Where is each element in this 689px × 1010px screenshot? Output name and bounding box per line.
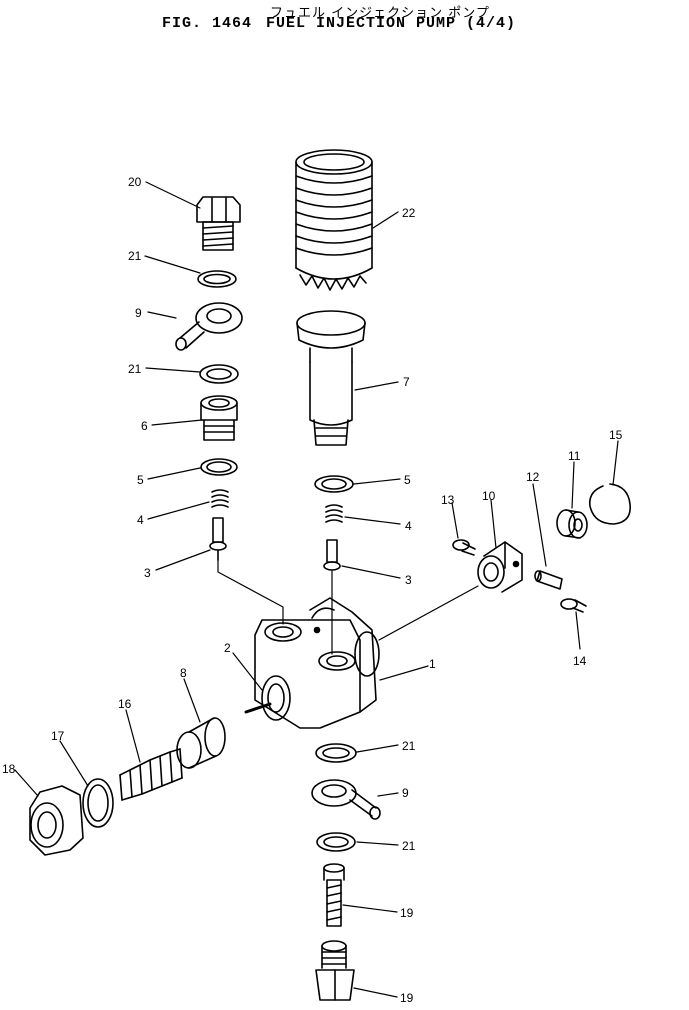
callout-7: 7: [403, 375, 410, 389]
callout-19: 19: [400, 991, 414, 1005]
callout-labels: 20 21 9 21 6 5 4 3 22 7 5 4 3 1 2 8 16 1…: [2, 175, 623, 1005]
figure-name: FUEL INJECTION PUMP (4/4): [266, 15, 517, 32]
callout-20: 20: [128, 175, 142, 189]
callout-5-a: 5: [137, 473, 144, 487]
callout-4-b: 4: [405, 519, 412, 533]
part-21-gasket-c: [315, 743, 357, 763]
part-22-threaded-cap: [295, 149, 373, 291]
callout-15: 16: [118, 697, 132, 711]
callout-17: 18: [2, 762, 16, 776]
callout-11: 11: [568, 449, 581, 463]
part-20-hollow-screw: [196, 196, 241, 251]
callout-21-d: 21: [402, 839, 416, 853]
part-21-gasket-b: [199, 364, 239, 384]
callout-21-b: 21: [128, 362, 142, 376]
part-4-spring-right: [325, 504, 343, 523]
part-4-spring-left: [211, 489, 229, 508]
part-17-plug: [29, 785, 84, 856]
callout-8: 8: [180, 666, 187, 680]
part-10-bracket: [477, 541, 523, 593]
callout-13-b: 14: [573, 654, 587, 668]
callout-16: 17: [51, 729, 65, 743]
figure-title: FIG. 1464 FUEL INJECTION PUMP (4/4): [162, 15, 530, 32]
callout-18: 19: [400, 906, 414, 920]
part-9-eye-fitting-top: [175, 302, 243, 351]
part-2-piston: [244, 702, 272, 714]
assembly-lines: [217, 559, 479, 655]
callout-12: 12: [526, 470, 540, 484]
part-1-pump-body: [254, 597, 380, 729]
title-japanese: フュエル インジェクション ポンプ: [270, 6, 490, 21]
callout-5-b: 5: [404, 473, 411, 487]
part-6-valve-holder: [200, 395, 238, 441]
part-9-eye-fitting-bottom: [311, 779, 381, 820]
callout-3-a: 3: [144, 566, 151, 580]
part-21-gasket-d: [316, 832, 356, 852]
callout-3-b: 3: [405, 573, 412, 587]
part-3-valve-left: [209, 517, 227, 561]
callout-6: 6: [141, 419, 148, 433]
part-5-gasket-right: [314, 475, 354, 493]
part-19-fitting: [315, 940, 355, 1001]
part-21-gasket-a: [197, 270, 237, 288]
callout-1: 1: [429, 657, 436, 671]
part-13-screw-b: [560, 598, 587, 613]
part-7-priming-pump: [296, 310, 366, 446]
part-11-roller: [556, 509, 588, 539]
callout-22: 22: [402, 206, 416, 220]
callout-9-a: 9: [135, 306, 142, 320]
leader-lines: [14, 181, 619, 998]
callout-21-c: 21: [402, 739, 416, 753]
figure-number: FIG. 1464: [162, 15, 253, 32]
part-8-sleeve: [176, 717, 226, 769]
part-16-gasket: [82, 778, 114, 828]
callout-4-a: 4: [137, 513, 144, 527]
part-13-screw-a: [452, 539, 476, 556]
callout-9-b: 9: [402, 786, 409, 800]
part-18-bolt: [323, 863, 345, 927]
part-12-pin: [534, 570, 563, 590]
callout-13-a: 13: [441, 493, 455, 507]
callout-21-a: 21: [128, 249, 142, 263]
part-15-spring: [119, 748, 183, 801]
callout-2: 2: [224, 641, 231, 655]
part-3-valve-right: [323, 539, 341, 571]
callout-14: 15: [609, 428, 623, 442]
part-14-snap-ring: [588, 483, 631, 525]
callout-10: 10: [482, 489, 496, 503]
part-5-gasket-left: [200, 458, 238, 476]
